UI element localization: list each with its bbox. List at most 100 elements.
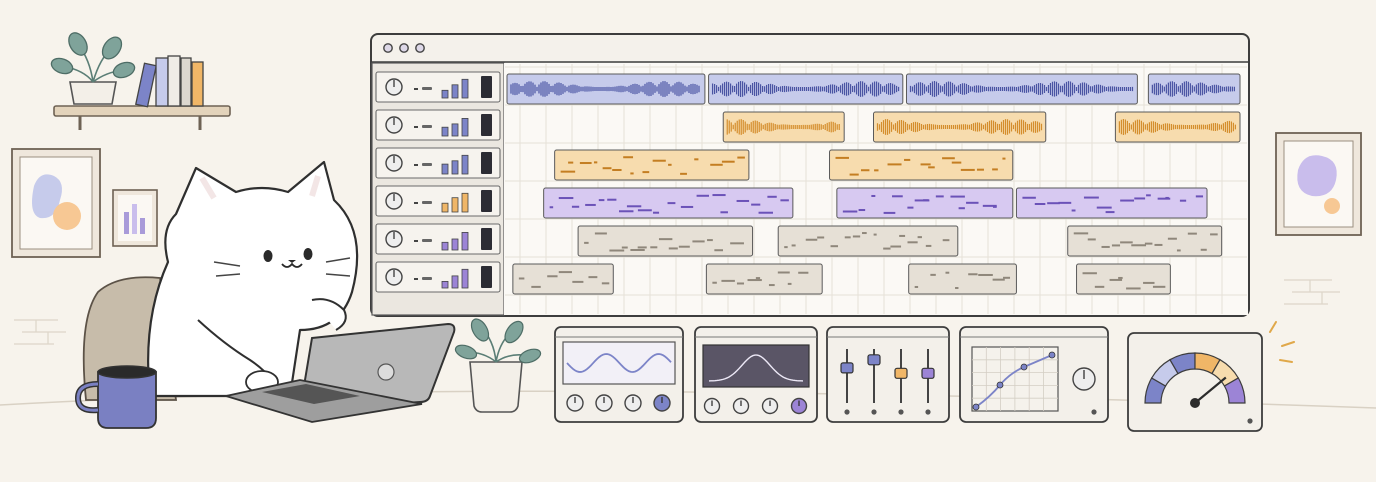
midi-note xyxy=(692,240,705,243)
midi-note xyxy=(668,163,672,166)
midi-note xyxy=(694,158,699,161)
clip-body[interactable] xyxy=(1067,225,1223,257)
track-5-clip-3[interactable] xyxy=(1067,225,1223,257)
midi-note xyxy=(558,271,572,274)
track-2-clip-3[interactable] xyxy=(1114,111,1241,143)
close-dot[interactable] xyxy=(383,43,393,53)
gauge-pivot xyxy=(1190,398,1200,408)
track-output-block xyxy=(481,152,492,174)
envelope-node[interactable] xyxy=(972,403,980,411)
midi-note xyxy=(755,277,761,280)
fader-handle[interactable] xyxy=(867,354,881,366)
midi-note xyxy=(1022,196,1036,199)
clip-body[interactable] xyxy=(1076,263,1171,295)
midi-note xyxy=(680,205,694,208)
brick-hint-right xyxy=(1284,279,1340,305)
midi-note xyxy=(842,210,858,213)
track-header-6 xyxy=(375,261,501,293)
track-1-clip-4[interactable] xyxy=(1147,73,1241,105)
clip-body[interactable] xyxy=(1015,187,1208,219)
clip-waveform xyxy=(1118,119,1236,135)
midi-note xyxy=(942,239,950,242)
midi-note xyxy=(899,234,906,237)
midi-note xyxy=(951,161,962,164)
track-1-clip-2[interactable] xyxy=(708,73,904,105)
minimize-dot[interactable] xyxy=(399,43,409,53)
track-5-clip-2[interactable] xyxy=(777,225,959,257)
fader-handle[interactable] xyxy=(921,367,935,379)
wall-art-right xyxy=(1275,132,1362,236)
track-output-block xyxy=(481,76,492,98)
fader-handle[interactable] xyxy=(894,367,908,379)
clip-body[interactable] xyxy=(836,187,1014,219)
midi-note xyxy=(1094,285,1105,288)
midi-note xyxy=(968,273,978,276)
midi-note xyxy=(1187,232,1197,235)
envelope-node[interactable] xyxy=(1020,363,1028,371)
level-meter-bar xyxy=(441,126,449,137)
clip-body[interactable] xyxy=(705,263,823,295)
level-meter-bar xyxy=(461,231,469,251)
clip-waveform xyxy=(876,119,1043,135)
midi-note xyxy=(1034,202,1046,205)
midi-note xyxy=(1058,201,1072,204)
midi-note xyxy=(712,194,726,197)
track-1-clip-1[interactable] xyxy=(506,73,706,105)
track-output-block xyxy=(481,266,492,288)
midi-note xyxy=(817,236,825,239)
track-4-clip-1[interactable] xyxy=(543,187,794,219)
midi-note xyxy=(680,172,687,175)
midi-note xyxy=(652,159,666,162)
clip-body[interactable] xyxy=(777,225,959,257)
track-6-clip-1[interactable] xyxy=(512,263,614,295)
track-2-clip-2[interactable] xyxy=(873,111,1047,143)
module-led xyxy=(1247,418,1253,424)
envelope-node[interactable] xyxy=(996,381,1004,389)
wall-art-chart xyxy=(112,189,158,247)
maximize-dot[interactable] xyxy=(415,43,425,53)
track-header-3 xyxy=(375,147,501,179)
track-dash xyxy=(414,164,418,166)
track-dash xyxy=(414,88,418,90)
track-1-clip-3[interactable] xyxy=(905,73,1138,105)
midi-note xyxy=(1109,278,1123,281)
level-meter-bar xyxy=(441,202,449,213)
midi-note xyxy=(558,197,574,200)
midi-note xyxy=(696,194,709,197)
track-3-clip-1[interactable] xyxy=(554,149,750,181)
clip-body[interactable] xyxy=(908,263,1017,295)
midi-note xyxy=(658,238,673,241)
clip-body[interactable] xyxy=(506,73,706,105)
track-6-clip-4[interactable] xyxy=(1076,263,1171,295)
midi-note xyxy=(976,168,984,171)
midi-note xyxy=(904,158,911,161)
track-2-clip-1[interactable] xyxy=(722,111,845,143)
track-5-clip-1[interactable] xyxy=(577,225,754,257)
track-dash xyxy=(414,202,418,204)
clip-body[interactable] xyxy=(708,73,904,105)
fader-led xyxy=(898,409,904,415)
clip-body[interactable] xyxy=(512,263,614,295)
midi-note xyxy=(1210,233,1218,236)
clip-body[interactable] xyxy=(554,149,750,181)
track-6-clip-3[interactable] xyxy=(908,263,1017,295)
track-output-block xyxy=(481,114,492,136)
midi-note xyxy=(637,246,647,249)
clip-body[interactable] xyxy=(577,225,754,257)
track-4-clip-2[interactable] xyxy=(836,187,1014,219)
track-4-clip-3[interactable] xyxy=(1015,187,1208,219)
fader-handle[interactable] xyxy=(840,362,854,374)
track-3-clip-2[interactable] xyxy=(829,149,1014,181)
track-6-clip-2[interactable] xyxy=(705,263,823,295)
track-dash xyxy=(422,239,432,242)
envelope-node[interactable] xyxy=(1048,351,1056,359)
midi-note xyxy=(791,244,796,247)
midi-note xyxy=(784,246,788,249)
midi-note xyxy=(978,273,993,276)
midi-note xyxy=(780,199,789,202)
midi-note xyxy=(860,169,870,172)
midi-note xyxy=(1200,248,1207,251)
midi-note xyxy=(721,279,735,282)
fader-led xyxy=(925,409,931,415)
